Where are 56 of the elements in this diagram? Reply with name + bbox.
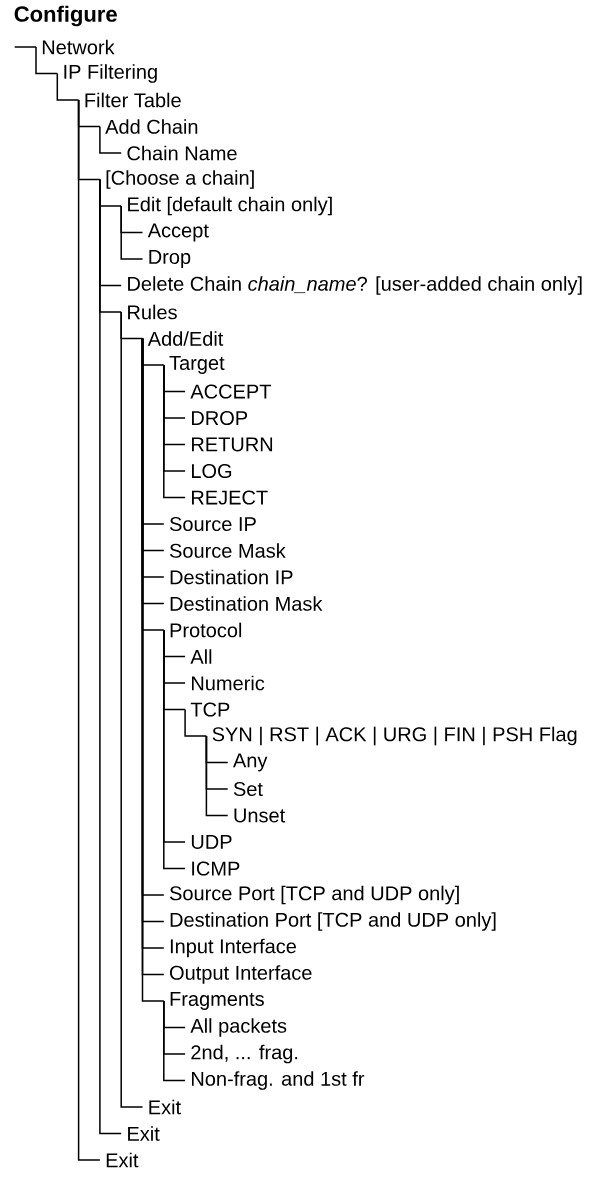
menu-item: All	[190, 649, 212, 664]
menu-item: Accept	[147, 223, 209, 242]
menu-item: SYN | RST | ACK | URG | FIN | PSH Flag	[212, 726, 577, 746]
tree-connector	[120, 311, 144, 1108]
menu-item: REJECT	[192, 490, 268, 505]
menu-item: Filter Table	[85, 92, 181, 108]
menu-item: Chain Name	[127, 145, 237, 161]
menu-item: Exit	[149, 1099, 181, 1115]
menu-item: Target	[169, 356, 225, 374]
menu-item: Exit	[106, 1152, 139, 1168]
tree-connector	[56, 72, 80, 101]
menu-item: Set	[233, 781, 263, 797]
tree-connector	[77, 99, 101, 1161]
menu-item: Fragments	[170, 992, 264, 1010]
menu-item: [Choose a chain]	[106, 170, 254, 189]
menu-item: Destination Port [TCP and UDP only]	[170, 912, 496, 931]
menu-item: Exit	[128, 1126, 160, 1141]
title: Configure	[14, 5, 117, 27]
menu-item: Any	[233, 753, 268, 772]
menu-item: TCP	[190, 702, 230, 717]
menu-item: Network	[42, 39, 115, 55]
tree-connector	[205, 735, 229, 817]
tree-connector	[99, 178, 122, 1135]
menu-item: Non-frag. and 1st fr	[192, 1071, 365, 1090]
menu-item: 2nd, ... frag.	[191, 1044, 298, 1064]
menu-item: Add/Edit	[147, 331, 224, 346]
menu-item: Source Port [TCP and UDP only]	[169, 885, 459, 905]
menu-item: ICMP	[192, 861, 240, 876]
menu-item: Edit [default chain only]	[128, 196, 332, 216]
tree-connector	[163, 364, 186, 499]
tree-connector	[35, 46, 59, 75]
tree-connector	[13, 46, 37, 48]
menu-item: Source Mask	[169, 543, 286, 558]
menu-item: LOG	[192, 463, 232, 479]
menu-item: All packets	[190, 1018, 287, 1037]
menu-item: Unset	[234, 808, 286, 823]
menu-item: Protocol	[170, 622, 242, 638]
menu-item: Drop	[149, 250, 191, 268]
menu-item: RETURN	[192, 437, 273, 452]
menu-item: Source IP	[169, 516, 256, 532]
menu-item: Delete Chain chain_name? [user-added chain only]	[128, 276, 582, 295]
menu-item: IP Filtering	[64, 64, 157, 83]
menu-item: Numeric	[192, 675, 265, 691]
tree-connector	[184, 708, 208, 737]
menu-item: Output Interface	[170, 965, 312, 984]
menu-item: Add Chain	[105, 119, 198, 134]
tree-connector	[99, 125, 122, 154]
tree-connector	[163, 1000, 186, 1082]
menu-item: Input Interface	[170, 938, 296, 958]
tree-connector	[120, 205, 144, 260]
menu-item: Destination Mask	[170, 596, 323, 611]
menu-item: ACCEPT	[190, 384, 271, 399]
menu-item: DROP	[192, 410, 248, 426]
menu-item: Destination IP	[170, 569, 293, 585]
menu-item: UDP	[191, 835, 232, 849]
menu-item: Rules	[128, 304, 177, 320]
